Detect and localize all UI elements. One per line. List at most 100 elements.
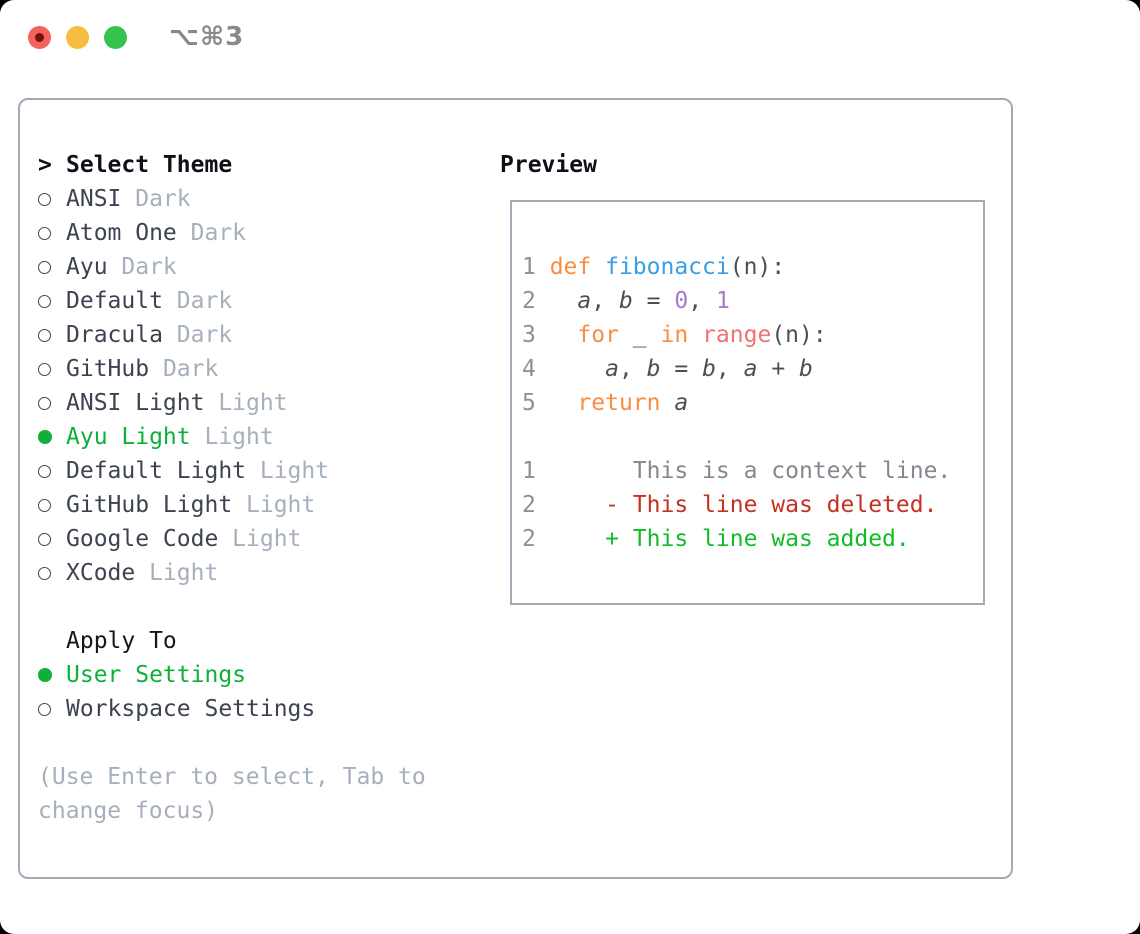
code-line: 2 - This line was deleted. [522,488,983,522]
code-token-num: 2 [522,492,550,518]
close-dot-icon [35,32,44,42]
code-line: 1 def fibonacci(n): [522,250,983,284]
code-token-fn: fibonacci [605,254,730,280]
code-line: 2 + This line was added. [522,522,983,556]
code-token-plain: , [715,356,744,382]
code-line: 4 a, b = b, a + b [522,352,983,386]
theme-option-ayu-light[interactable]: Ayu Light Light [38,420,426,454]
spacer [38,726,426,760]
code-token-var: b [618,288,633,314]
theme-picker-header-row: > Select Theme [38,148,426,182]
maximize-button[interactable] [104,25,127,49]
radio-icon [38,464,66,478]
code-token-var: b [702,356,716,382]
radio-selected-icon [38,668,66,682]
code-token-num: 5 [522,390,550,416]
theme-variant-tag: Light [204,424,274,450]
apply-to-title: Apply To [66,628,177,654]
code-token-var: b [646,356,661,382]
theme-variant-tag: Light [218,390,288,416]
code-token-plain: , [688,288,716,314]
code-token-plain: (n): [771,322,827,348]
code-token-var: a [743,356,758,382]
code-token-plain: , [618,356,647,382]
code-token-plain: + [757,356,800,382]
apply-to-header-row: Apply To [38,624,426,658]
apply-option-user-settings[interactable]: User Settings [38,658,426,692]
theme-variant-tag: Dark [121,254,177,280]
code-token-num: 3 [522,322,550,348]
theme-option-xcode[interactable]: XCode Light [38,556,426,590]
theme-option-ayu[interactable]: Ayu Dark [38,250,426,284]
option-label: Ayu [66,254,108,280]
code-token-kw: def [549,254,606,280]
option-label: Default [66,288,163,314]
option-label: User Settings [66,662,247,688]
code-line [522,420,983,454]
hint-line-1: (Use Enter to select, Tab to [38,764,426,790]
code-token-supp: range [702,322,772,348]
code-token-kw: return [577,390,675,416]
code-token-var: b [799,356,813,382]
option-label: ANSI Light [66,390,205,416]
code-token-add: + This line was added. [605,526,910,552]
code-token-kw: for [577,322,633,348]
option-label: Workspace Settings [66,696,316,722]
radio-icon [38,226,66,240]
theme-variant-tag: Light [149,560,219,586]
radio-icon [38,396,66,410]
code-token-kw: in [660,322,703,348]
code-token-plain: , [591,288,619,314]
radio-selected-icon [38,430,66,444]
option-label: XCode [66,560,136,586]
theme-option-github-light[interactable]: GitHub Light Light [38,488,426,522]
code-token-plain [550,288,578,314]
code-line: 5 return a [522,386,983,420]
radio-icon [38,532,66,546]
apply-option-workspace-settings[interactable]: Workspace Settings [38,692,426,726]
code-token-num: 4 [522,356,550,382]
code-token-const: 1 [715,288,730,314]
theme-variant-tag: Light [246,492,316,518]
close-button[interactable] [28,25,51,49]
code-token-num: 1 [522,458,550,484]
option-label: GitHub Light [66,492,233,518]
titlebar: ⌥⌘3 [28,22,244,52]
code-token-plain: = [660,356,703,382]
radio-icon [38,294,66,308]
code-token-var: _ [632,322,647,348]
theme-variant-tag: Dark [176,322,233,348]
radio-icon [38,260,66,274]
code-token-plain [647,322,661,348]
code-token-ctx: This is a context line. [549,458,952,484]
theme-variant-tag: Light [232,526,302,552]
radio-icon [38,192,66,206]
theme-option-dracula[interactable]: Dracula Dark [38,318,426,352]
preview-title: Preview [500,152,597,178]
code-token-plain [550,356,605,382]
code-line: 1 This is a context line. [522,454,983,488]
theme-option-ansi-light[interactable]: ANSI Light Light [38,386,426,420]
option-label: Dracula [66,322,163,348]
code-token-plain: = [632,288,675,314]
code-token-plain [550,322,578,348]
option-label: Ayu Light [66,424,191,450]
minimize-button[interactable] [66,25,89,49]
code-line: 2 a, b = 0, 1 [522,284,983,318]
theme-variant-tag: Dark [162,356,219,382]
theme-picker-title: Select Theme [66,152,233,178]
option-label: Atom One [66,220,177,246]
theme-variant-tag: Light [259,458,330,484]
